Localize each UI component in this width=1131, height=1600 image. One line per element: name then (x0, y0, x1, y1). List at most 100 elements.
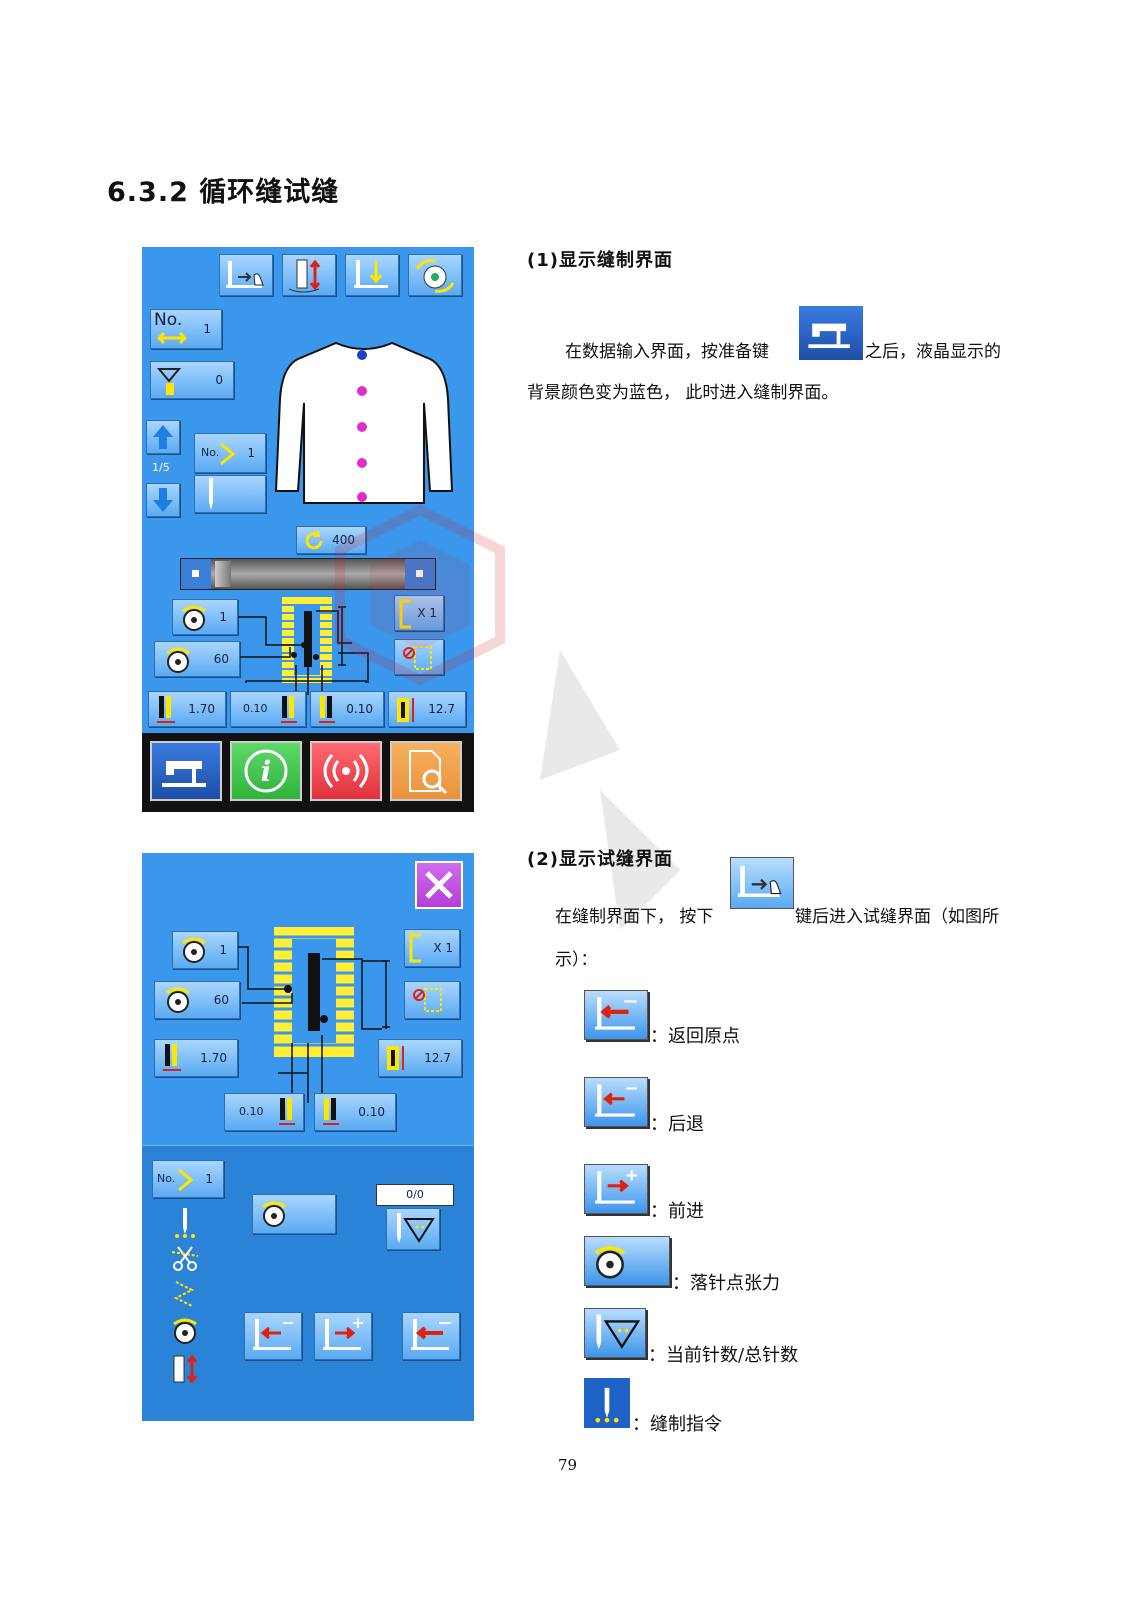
page-up-button[interactable] (146, 420, 180, 454)
communication-button[interactable] (310, 741, 382, 801)
space-icon (323, 1098, 339, 1125)
cut-setting-button[interactable] (394, 639, 444, 675)
stitch-count-icon (397, 1213, 435, 1243)
repeat-button[interactable]: X 1 (404, 929, 460, 967)
width-icon (157, 696, 175, 723)
tension-icon (182, 605, 206, 631)
needle-button[interactable] (194, 475, 266, 513)
repeat-button[interactable]: X 1 (394, 595, 444, 631)
sewing-screen: No. 1 0 1/5 No. 1 400 (142, 247, 474, 812)
step1-text-before: 在数据输入界面，按准备键 (565, 342, 769, 362)
pattern-no-icon (178, 1168, 194, 1192)
legend-label-5: ：缝制指令 (632, 1414, 722, 1435)
space-icon (279, 1098, 295, 1125)
speed-slider[interactable] (180, 558, 436, 590)
pattern-number-button[interactable]: No. 1 (150, 309, 222, 349)
test-sew-key-image (730, 857, 794, 909)
needle-down-icon (354, 260, 388, 288)
search-file-icon (409, 750, 448, 795)
speed-value: 400 (332, 533, 355, 547)
step2-text-before: 在缝制界面下， 按下 (555, 907, 714, 927)
test-sew-icon (226, 261, 264, 288)
winding-position-button[interactable] (345, 254, 399, 296)
zigzag-icon (173, 1281, 195, 1307)
legend-stitch-count (584, 1308, 646, 1358)
ready-key-image (799, 306, 863, 360)
communication-icon (323, 754, 369, 788)
length-button[interactable]: 12.7 (378, 1039, 462, 1077)
space2-button[interactable]: 0.10 (310, 691, 384, 727)
watermark-logo-icon (335, 504, 680, 930)
stitch-count-icon (596, 1314, 641, 1350)
tension1-button[interactable]: 1 (172, 931, 238, 969)
counter-value: 0 (215, 373, 223, 387)
scissors-icon (171, 1246, 199, 1271)
space1-value: 0.10 (239, 1105, 264, 1118)
buttonhole-diagram (238, 927, 390, 1103)
step2-text-after: 键后进入试缝界面（如图所 (795, 907, 999, 927)
slider-right-button[interactable] (405, 559, 435, 589)
tension1-value: 1 (219, 610, 227, 624)
step-forward-icon (323, 1318, 363, 1350)
width-button[interactable]: 1.70 (154, 1039, 238, 1077)
cut-setting-button[interactable] (404, 981, 460, 1019)
step-back-icon (595, 1084, 637, 1117)
space1-button[interactable]: 0.10 (224, 1093, 304, 1131)
return-origin-button[interactable] (402, 1312, 460, 1360)
step-forward-button[interactable] (314, 1312, 372, 1360)
width-icon (163, 1044, 181, 1071)
width-button[interactable]: 1.70 (148, 691, 226, 727)
legend-label-0: ：返回原点 (650, 1026, 740, 1047)
arrow-up-icon (153, 425, 173, 449)
stitch-count-display: 0/0 (376, 1184, 454, 1206)
info-button[interactable]: i (230, 741, 302, 801)
close-button[interactable] (415, 861, 463, 909)
legend-label-3: ：落针点张力 (672, 1273, 780, 1294)
pattern-no-label: No. (157, 1172, 176, 1185)
tension2-value: 60 (213, 993, 229, 1007)
test-sew-screen: 1 60 X 1 1.70 12.7 0.10 0.10 (142, 853, 474, 1421)
sewing-machine-icon (162, 761, 206, 787)
counter-button[interactable]: 0 (150, 361, 234, 399)
speed-button[interactable]: 400 (296, 526, 366, 554)
pattern-select-button[interactable]: No. 1 (194, 433, 266, 473)
pattern-select-button[interactable]: No. 1 (152, 1160, 224, 1198)
needle-drop-tension-icon (594, 1246, 626, 1279)
step2-text-line2: 示）： (555, 950, 598, 970)
tension1-button[interactable]: 1 (172, 599, 238, 635)
step1-heading: (1)显示缝制界面 (527, 250, 673, 271)
width-value: 1.70 (188, 702, 215, 716)
bobbin-winding-button[interactable] (408, 254, 462, 296)
tension2-button[interactable]: 60 (154, 981, 240, 1019)
needle-drop-tension-icon (262, 1201, 286, 1227)
pattern-no-value: 1 (205, 1172, 213, 1186)
slider-left-button[interactable] (181, 559, 211, 589)
pattern-no-icon (220, 442, 236, 466)
repeat-icon (409, 933, 421, 963)
legend-label-2: ：前进 (650, 1201, 704, 1222)
slider-thumb[interactable] (215, 561, 231, 587)
space1-button[interactable]: 0.10 (230, 691, 306, 727)
presser-up-down-button[interactable] (282, 254, 336, 296)
counter-icon (157, 368, 182, 395)
space2-button[interactable]: 0.10 (314, 1093, 396, 1131)
no-cut-icon (413, 988, 442, 1012)
page-number: 79 (558, 1456, 578, 1474)
test-sew-button[interactable] (219, 254, 273, 296)
step-back-icon (253, 1319, 293, 1350)
ready-button[interactable] (150, 741, 222, 801)
step1-text-line2: 背景颜色变为蓝色， 此时进入缝制界面。 (527, 383, 839, 403)
length-icon (387, 1046, 404, 1070)
page-down-button[interactable] (146, 483, 180, 517)
stitch-count-button[interactable] (386, 1208, 440, 1250)
screen1-footer: i (142, 733, 474, 812)
length-button[interactable]: 12.7 (388, 691, 466, 727)
tension2-button[interactable]: 60 (154, 641, 240, 677)
legend-sewing-command (584, 1378, 630, 1428)
speed-icon (305, 530, 323, 550)
step-back-button[interactable] (244, 1312, 302, 1360)
shirt-preview (274, 337, 454, 505)
search-button[interactable] (390, 741, 462, 801)
needle-drop-tension-button[interactable] (252, 1194, 336, 1234)
tension-small-icon (173, 1318, 197, 1344)
